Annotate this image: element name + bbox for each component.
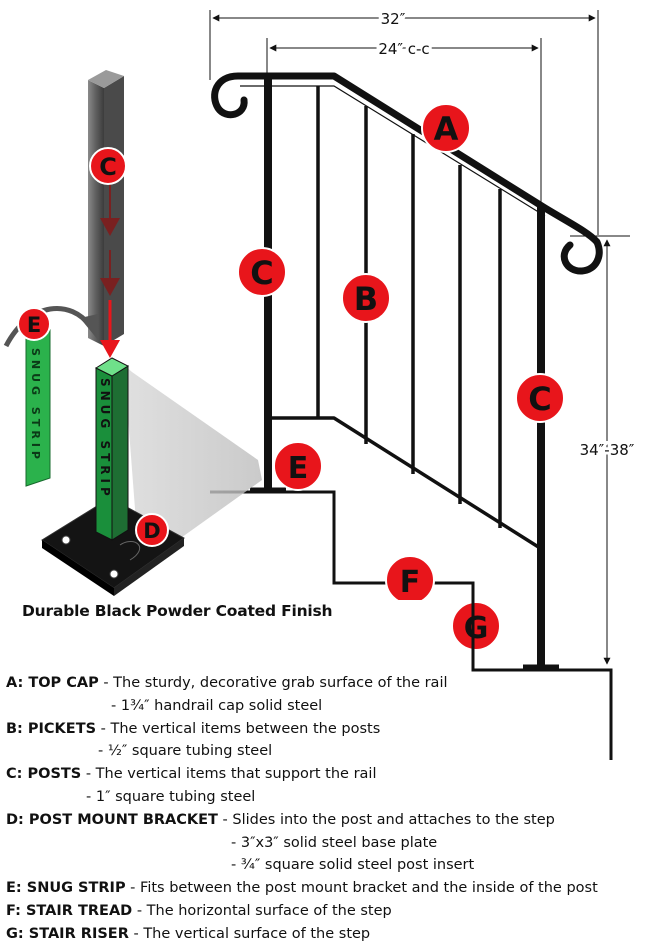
- dimension-lines: [209, 10, 630, 600]
- left-scroll: [211, 72, 248, 119]
- svg-text:B: B: [354, 280, 378, 318]
- callouts: A B C C C D E E: [17, 103, 565, 600]
- stair-lower: [471, 600, 613, 760]
- callout-e-detail: E: [17, 307, 51, 341]
- legend-a-sub: - 1¾″ handrail cap solid steel: [111, 697, 323, 714]
- projection-beam: [124, 365, 262, 560]
- callout-c-left: C: [237, 247, 287, 297]
- post-insert-side: [111, 365, 129, 541]
- legend-c-sub: - 1″ square tubing steel: [86, 788, 256, 805]
- overall-width-label: 32″: [381, 10, 406, 28]
- legend-d: D: POST MOUNT BRACKET - Slides into the …: [6, 811, 555, 828]
- callout-g: G: [451, 601, 501, 651]
- legend-d-sub: - 3″x3″ solid steel base plate: [231, 834, 438, 851]
- right-scroll: [560, 238, 603, 275]
- post-spacing-label: 24″ c-c: [378, 40, 429, 58]
- bottom-rail: [272, 416, 541, 550]
- svg-text:C: C: [528, 380, 551, 418]
- post-front: [88, 80, 104, 346]
- callout-c-right: C: [515, 373, 565, 423]
- callout-f: F: [385, 555, 435, 600]
- legend-g: G: STAIR RISER - The vertical surface of…: [6, 925, 371, 942]
- svg-text:C: C: [99, 153, 117, 181]
- base-plate-edge: [114, 538, 184, 596]
- callout-d: D: [135, 513, 169, 547]
- snug-strip-label-loose: SNUG STRIP: [29, 348, 42, 463]
- svg-text:F: F: [400, 565, 421, 600]
- post-insert-top: [94, 357, 130, 377]
- svg-text:E: E: [27, 313, 41, 337]
- svg-text:C: C: [250, 254, 273, 292]
- post-side: [104, 76, 124, 346]
- svg-text:D: D: [143, 519, 160, 543]
- legend-c: C: POSTS - The vertical items that suppo…: [6, 766, 377, 783]
- callout-a: A: [421, 103, 471, 153]
- post-down-arrows: [100, 180, 120, 358]
- loose-snug-strip: SNUG STRIP: [3, 305, 98, 487]
- callout-b: B: [341, 273, 391, 323]
- svg-text:E: E: [288, 451, 309, 486]
- handrail-diagram: 32″ 24″ c-c 34″-38″: [3, 10, 635, 600]
- stair-outline: [210, 490, 475, 600]
- legend-b: B: PICKETS - The vertical items between …: [6, 720, 381, 737]
- callout-e: E: [273, 441, 323, 491]
- legend-b-sub: - ½″ square tubing steel: [98, 743, 273, 760]
- post-detail: [88, 70, 124, 358]
- legend-f: F: STAIR TREAD - The horizontal surface …: [6, 902, 392, 919]
- legend-a: A: TOP CAP - The sturdy, decorative grab…: [6, 675, 448, 691]
- railing: [211, 72, 603, 600]
- base-plate-edge: [42, 540, 114, 596]
- snug-strip-label-detail: SNUG STRIP: [98, 378, 112, 500]
- legend-d-sub: - ¾″ square solid steel post insert: [231, 857, 475, 874]
- post-top: [88, 70, 124, 88]
- finish-caption: Durable Black Powder Coated Finish: [22, 602, 333, 620]
- height-range-label: 34″-38″: [580, 441, 635, 459]
- svg-text:G: G: [464, 611, 489, 646]
- parts-legend: A: TOP CAP - The sturdy, decorative grab…: [6, 672, 598, 946]
- legend-e: E: SNUG STRIP - Fits between the post mo…: [6, 880, 598, 897]
- callout-c-detail: C: [89, 147, 127, 185]
- svg-text:A: A: [434, 110, 459, 148]
